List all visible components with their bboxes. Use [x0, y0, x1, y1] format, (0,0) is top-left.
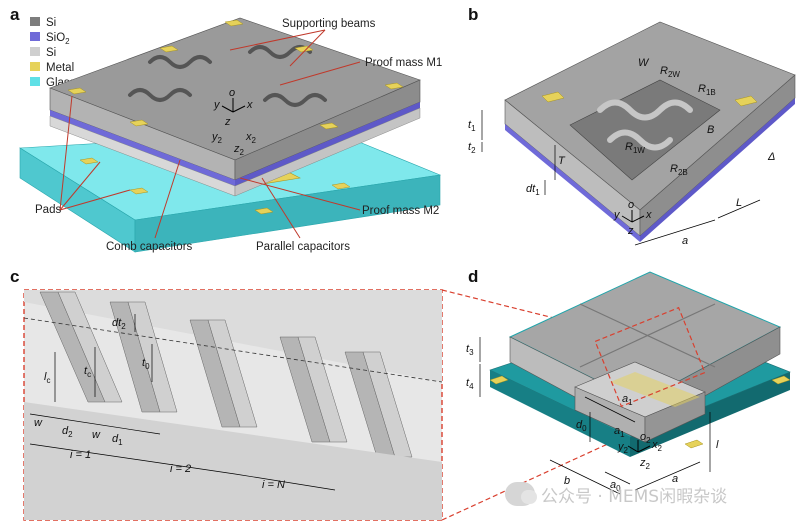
legend-si-2: Si	[46, 47, 56, 59]
symbol-t1: t1	[468, 119, 476, 133]
axis-d-z2-label: z2	[639, 457, 651, 471]
panel-d: d t3 t4 a1 a1 d0 o2 y2 x2	[466, 267, 791, 495]
legend-si: Si	[46, 17, 56, 29]
axis-b-o-label: o	[628, 199, 634, 211]
symbol-R1W: R1W	[625, 141, 645, 155]
symbol-R2W: R2W	[660, 65, 680, 79]
symbol-R1B: R1B	[698, 83, 716, 97]
index-i-2: i = 2	[170, 463, 191, 475]
legend-swatch-metal	[30, 62, 40, 71]
axis-x2-label: x2	[245, 131, 257, 145]
legend-swatch-si	[30, 17, 40, 26]
annotation-comb-capacitors: Comb capacitors	[106, 241, 193, 253]
dimension-lines-d	[479, 337, 711, 495]
symbol-L: L	[736, 197, 742, 209]
leaders-a	[59, 29, 361, 239]
axis-b-y-label: y	[613, 209, 621, 221]
annotation-parallel-capacitors: Parallel capacitors	[256, 241, 350, 253]
symbol-dt2: dt2	[112, 317, 126, 331]
symbol-l: l	[716, 439, 719, 451]
panel-c: c dt2 lc tc t0 w d2 w d1 i = 1 i = 2 i =…	[10, 267, 443, 521]
axis-d-o2-label: o2	[640, 431, 651, 445]
axis-z-label: z	[224, 116, 231, 128]
dimension-lines-c	[29, 314, 336, 491]
dimension-lines-b	[481, 110, 761, 246]
index-i-1: i = 1	[70, 449, 91, 461]
axis-o-label: o	[229, 87, 235, 99]
symbol-T: T	[558, 155, 566, 167]
axis-y-label: y	[213, 99, 221, 111]
annotation-proof-mass-m1: Proof mass M1	[365, 57, 442, 69]
symbol-R2B: R2B	[670, 163, 688, 177]
symbol-b: b	[564, 475, 570, 487]
device-stack	[49, 17, 421, 197]
axes-b: o y x z	[613, 199, 652, 237]
beam-model	[504, 21, 796, 242]
symbol-w-1: w	[34, 417, 43, 429]
symbol-a1: a1	[614, 425, 625, 439]
symbol-a0: a0	[610, 479, 621, 493]
symbol-tc: tc	[84, 365, 91, 379]
panel-a: a Si SiO2 Si Metal Glass	[10, 5, 442, 253]
legend-metal: Metal	[46, 62, 74, 74]
panel-a-label: a	[10, 5, 20, 24]
axis-d-x2-label: x2	[651, 439, 663, 453]
annotation-supporting-beams: Supporting beams	[282, 18, 376, 30]
panel-b-label: b	[468, 5, 478, 24]
symbol-a1-top: a1	[622, 393, 633, 407]
symbol-dt1: dt1	[526, 183, 540, 197]
comb-fingers	[23, 290, 443, 520]
watermark: 公众号 · MEMS闲暇杂谈	[505, 474, 795, 514]
axis-b-x-label: x	[645, 209, 652, 221]
index-i-N: i = N	[262, 479, 285, 491]
symbol-t2: t2	[468, 141, 476, 155]
annotation-pads: Pads	[35, 204, 61, 216]
symbol-d2: d2	[62, 425, 73, 439]
metal-pads	[79, 157, 351, 215]
axis-b-z-label: z	[627, 225, 634, 237]
symbol-w-2: w	[92, 429, 101, 441]
symbol-delta: Δ	[767, 151, 775, 163]
axes-d: o2 y2 x2 z2	[617, 431, 663, 471]
annotation-proof-mass-m2: Proof mass M2	[362, 205, 439, 217]
axis-x-label: x	[246, 99, 253, 111]
legend-swatch-sio2	[30, 32, 40, 41]
axes-a: o y x z y2 x2 z2	[211, 87, 257, 157]
legend-swatch-glass	[30, 77, 40, 86]
symbol-B: B	[707, 124, 714, 136]
symbol-t0: t0	[142, 357, 150, 371]
panel-c-label: c	[10, 267, 19, 286]
panel-d-label: d	[468, 267, 478, 286]
legend-swatch-si-2	[30, 47, 40, 56]
material-legend: Si SiO2 Si Metal Glass	[30, 17, 76, 89]
symbol-d1: d1	[112, 433, 123, 447]
symbol-a: a	[682, 235, 688, 247]
device-model-d	[489, 271, 791, 457]
axis-y2-label: y2	[211, 131, 223, 145]
axis-d-y2-label: y2	[617, 441, 629, 455]
symbol-a: a	[672, 473, 678, 485]
watermark-text: 公众号 · MEMS闲暇杂谈	[541, 486, 728, 507]
wechat-icon	[505, 482, 537, 506]
symbol-t3: t3	[466, 343, 474, 357]
legend-sio2: SiO2	[46, 32, 70, 46]
symbol-lc: lc	[44, 371, 50, 385]
symbol-W: W	[638, 57, 650, 69]
panel-b: b W R2W R1B B R1W R2B t1 t2 T dt1 Δ L a …	[468, 5, 796, 247]
symbol-d0: d0	[576, 419, 587, 433]
symbol-t4: t4	[466, 377, 474, 391]
axis-z2-label: z2	[233, 143, 245, 157]
